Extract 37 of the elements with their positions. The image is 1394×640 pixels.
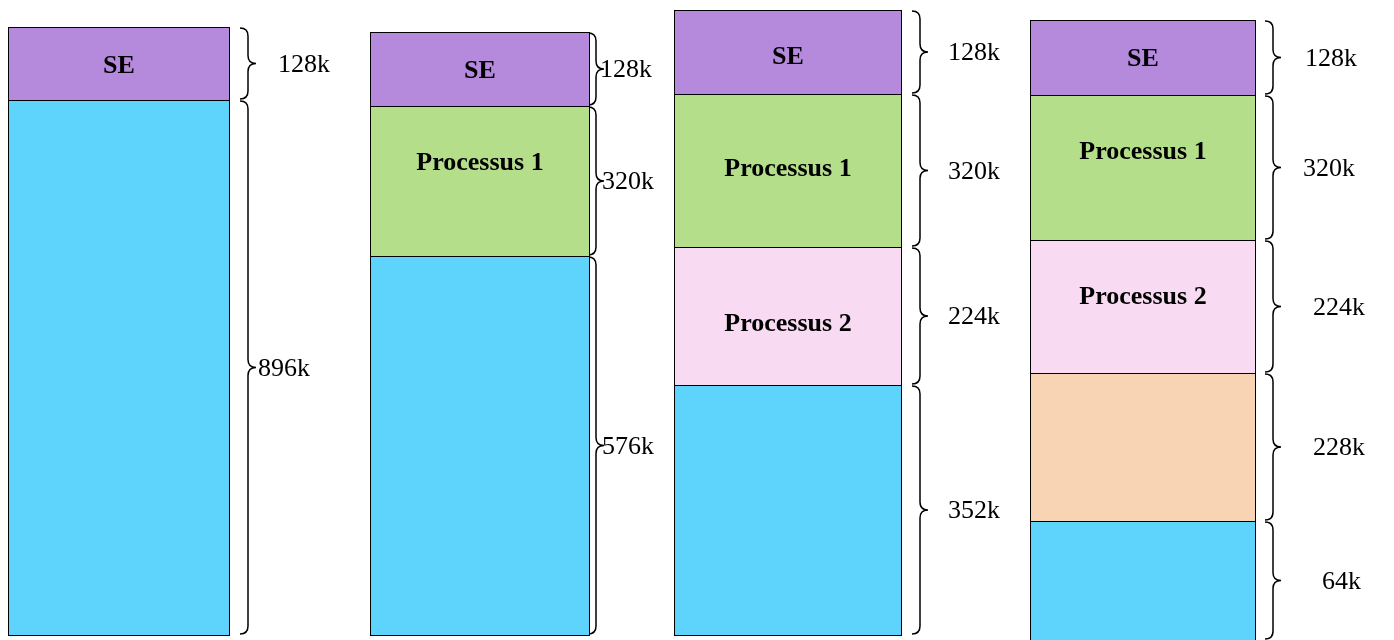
size-label: 896k [258, 352, 310, 383]
memory-block [674, 10, 902, 95]
size-label: 128k [948, 37, 1000, 67]
memory-block [1030, 240, 1256, 374]
block-label: Processus 2 [724, 308, 852, 338]
memory-block [8, 27, 230, 101]
size-label: 128k [278, 48, 330, 79]
size-label: 224k [948, 301, 1000, 331]
block-label: SE [772, 41, 804, 71]
block-label: SE [103, 50, 135, 80]
block-label: Processus 1 [416, 147, 544, 177]
memory-block [1030, 95, 1256, 241]
memory-block [1030, 20, 1256, 96]
size-label: 228k [1313, 432, 1365, 462]
memory-block [370, 106, 590, 257]
size-label: 320k [948, 155, 1000, 186]
free-memory-block [370, 256, 590, 636]
size-label: 320k [602, 166, 654, 196]
size-label: 352k [948, 495, 1000, 525]
free-memory-block [674, 385, 902, 636]
size-label: 224k [1313, 291, 1365, 322]
size-label: 128k [600, 54, 652, 84]
block-label: Processus 1 [724, 153, 852, 183]
free-memory-block [1030, 521, 1256, 640]
block-label: SE [464, 55, 496, 85]
free-memory-block [8, 100, 230, 636]
size-label: 576k [602, 430, 654, 461]
block-label: Processus 2 [1079, 281, 1207, 311]
size-label: 64k [1322, 565, 1361, 596]
free-memory-block [1030, 373, 1256, 522]
memory-block [370, 32, 590, 107]
memory-block [674, 94, 902, 248]
block-label: SE [1127, 43, 1159, 73]
size-label: 128k [1305, 42, 1357, 73]
block-label: Processus 1 [1079, 136, 1207, 166]
size-label: 320k [1303, 152, 1355, 183]
memory-block [674, 247, 902, 386]
